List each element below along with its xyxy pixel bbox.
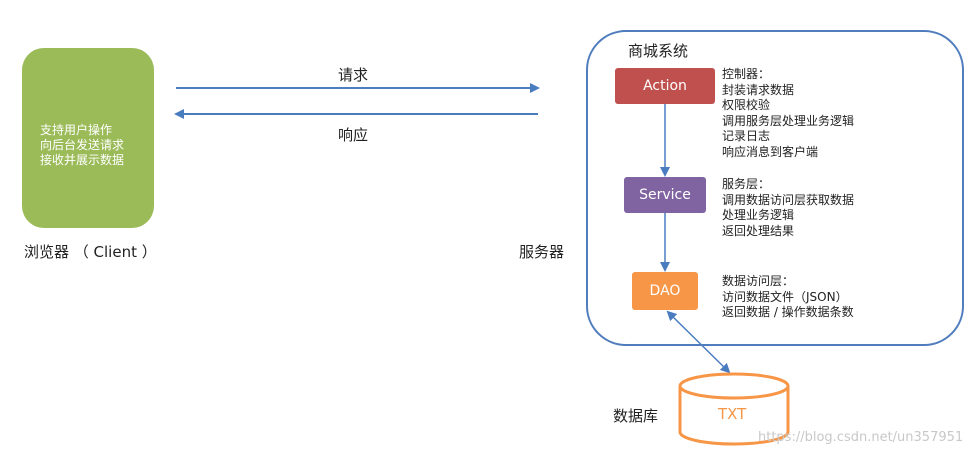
client-box xyxy=(22,48,154,228)
database-cylinder xyxy=(678,372,790,446)
desc-line: 调用数据访问层获取数据 xyxy=(722,192,855,207)
desc-line: 响应消息到客户端 xyxy=(722,144,819,159)
client-line: 支持用户操作 xyxy=(40,123,113,137)
server-label: 服务器 xyxy=(519,243,565,261)
desc-line: 权限校验 xyxy=(722,98,771,112)
client-line: 接收并展示数据 xyxy=(40,153,125,167)
desc-line: 记录日志 xyxy=(722,129,771,143)
desc-line: 处理业务逻辑 xyxy=(722,208,795,222)
client-label: 浏览器 （ Client ） xyxy=(24,243,157,261)
desc-line: 调用服务层处理业务逻辑 xyxy=(722,113,855,128)
action-layer: Action xyxy=(615,68,715,104)
desc-line: 访问数据文件（JSON） xyxy=(722,289,848,304)
dao-description: 数据访问层： 访问数据文件（JSON） 返回数据 / 操作数据条数 xyxy=(722,274,854,321)
desc-line: 返回处理结果 xyxy=(722,223,795,238)
action-description: 控制器： 封装请求数据 权限校验 调用服务层处理业务逻辑 记录日志 响应消息到客… xyxy=(722,67,854,160)
dao-db-arrow xyxy=(666,310,731,374)
database-label: 数据库 xyxy=(613,407,659,425)
server-frame xyxy=(586,30,964,346)
desc-line: 封装请求数据 xyxy=(722,82,795,97)
desc-line: 数据访问层： xyxy=(722,274,795,288)
desc-line: 控制器： xyxy=(722,67,771,81)
watermark: https://blog.csdn.net/un357951 xyxy=(758,430,964,445)
client-description: 支持用户操作 向后台发送请求 接收并展示数据 xyxy=(40,123,124,168)
desc-line: 服务层： xyxy=(722,177,771,191)
request-label: 请求 xyxy=(338,66,369,84)
system-title: 商城系统 xyxy=(628,42,689,60)
service-layer: Service xyxy=(624,177,706,213)
service-description: 服务层： 调用数据访问层获取数据 处理业务逻辑 返回处理结果 xyxy=(722,177,854,239)
response-label: 响应 xyxy=(338,126,369,144)
client-line: 向后台发送请求 xyxy=(40,138,125,152)
dao-layer: DAO xyxy=(632,272,698,310)
database-name: TXT xyxy=(718,405,747,423)
desc-line: 返回数据 / 操作数据条数 xyxy=(722,305,854,319)
